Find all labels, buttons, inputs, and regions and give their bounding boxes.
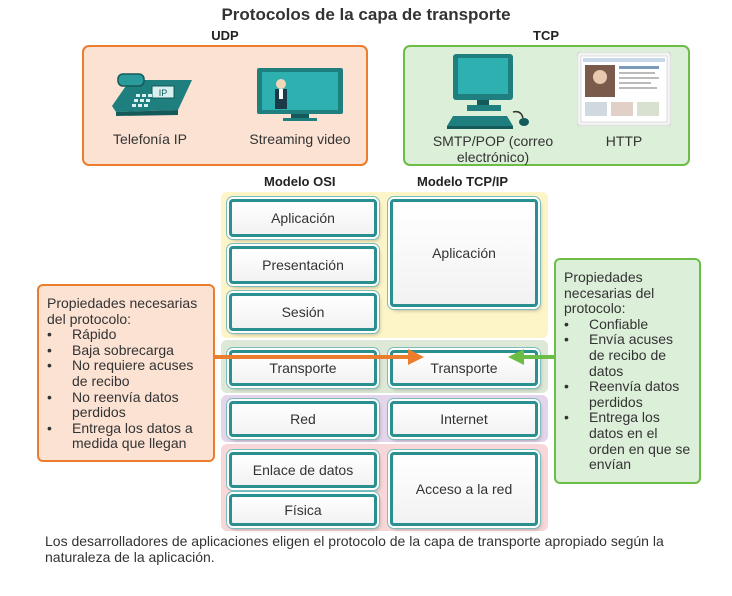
osi-layer-transport: Transporte [229, 350, 377, 386]
udp-properties-box: Propiedades necesarias del protocolo: Rá… [37, 284, 215, 462]
computer-icon [447, 54, 529, 129]
osi-layer-physical: Física [229, 494, 377, 526]
osi-layer-data-link: Enlace de datos [229, 452, 377, 488]
udp-property-item: Baja sobrecarga [47, 342, 205, 359]
svg-text:IP: IP [159, 88, 168, 98]
tcp-property-item: Envía acuses de recibo de datos [564, 332, 691, 379]
tcpip-layer-network-access: Acceso a la red [390, 452, 538, 526]
udp-property-item: Entrega los datos a medida que llegan [47, 420, 205, 452]
udp-property-item: Rápido [47, 327, 205, 343]
tcpip-layer-application: Aplicación [390, 199, 538, 307]
web-page-icon [577, 52, 671, 126]
udp-property-item: No reenvía datos perdidos [47, 389, 205, 421]
udp-properties-heading: Propiedades necesarias del protocolo: [47, 295, 198, 327]
tcpip-model-heading: Modelo TCP/IP [417, 174, 508, 189]
diagram-title: Protocolos de la capa de transporte [221, 5, 511, 24]
tcpip-layer-internet: Internet [390, 401, 538, 437]
tcp-property-item: Reenvía datos perdidos [564, 378, 691, 410]
udp-property-item: No requiere acuses de recibo [47, 358, 205, 389]
tcp-app-http: HTTP [605, 133, 643, 149]
tcp-property-item: Entrega los datos en el orden en que se … [564, 409, 691, 472]
footer-note: Los desarrolladores de aplicaciones elig… [45, 533, 664, 565]
tcp-properties-box: Propiedades necesarias del protocolo: Co… [554, 258, 701, 484]
udp-app-ip-telephony: Telefonía IP [113, 131, 187, 147]
tcp-properties-heading: Propiedades necesarias del protocolo: [564, 269, 655, 317]
tcp-label: TCP [533, 28, 559, 43]
video-monitor-icon [257, 68, 343, 121]
tcpip-layer-transport: Transporte [390, 350, 538, 386]
udp-label: UDP [211, 28, 239, 43]
osi-layer-session: Sesión [229, 293, 377, 331]
osi-layer-application: Aplicación [229, 199, 377, 237]
ip-phone-icon: IP [112, 73, 192, 116]
udp-app-streaming-video: Streaming video [249, 131, 351, 147]
osi-layer-presentation: Presentación [229, 246, 377, 284]
tcp-app-smtp-pop: SMTP/POP (correo electrónico) [432, 133, 554, 165]
osi-layer-network: Red [229, 401, 377, 437]
tcp-property-item: Confiable [564, 316, 691, 333]
osi-model-heading: Modelo OSI [264, 174, 336, 189]
